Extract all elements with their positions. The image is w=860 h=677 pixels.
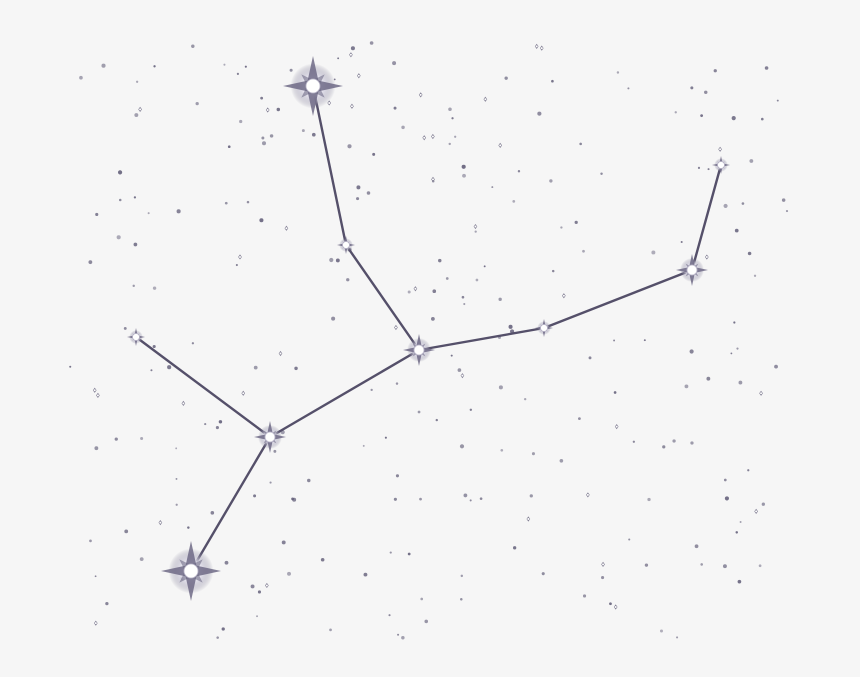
constellation-line <box>268 348 421 439</box>
four-point-sparkle-icon <box>403 334 435 366</box>
four-point-sparkle-icon <box>254 421 286 453</box>
constellation-line <box>311 84 348 247</box>
four-point-sparkle-icon <box>161 541 221 601</box>
small-diamond-star-icon <box>535 319 553 337</box>
small-diamond-star-icon <box>712 156 730 174</box>
small-diamond-star-icon <box>337 236 355 254</box>
constellation-line <box>417 326 546 352</box>
small-diamond-star-icon <box>127 328 145 346</box>
background-dust-stars <box>69 41 789 640</box>
constellation-line <box>134 335 272 439</box>
constellation-lines <box>134 84 723 573</box>
constellation-stars <box>127 56 730 601</box>
constellation-line <box>542 268 694 330</box>
four-point-sparkle-icon <box>676 254 708 286</box>
four-point-sparkle-icon <box>283 56 343 116</box>
constellation-line <box>189 435 272 573</box>
constellation-line <box>690 163 723 272</box>
constellation-line <box>344 243 421 352</box>
